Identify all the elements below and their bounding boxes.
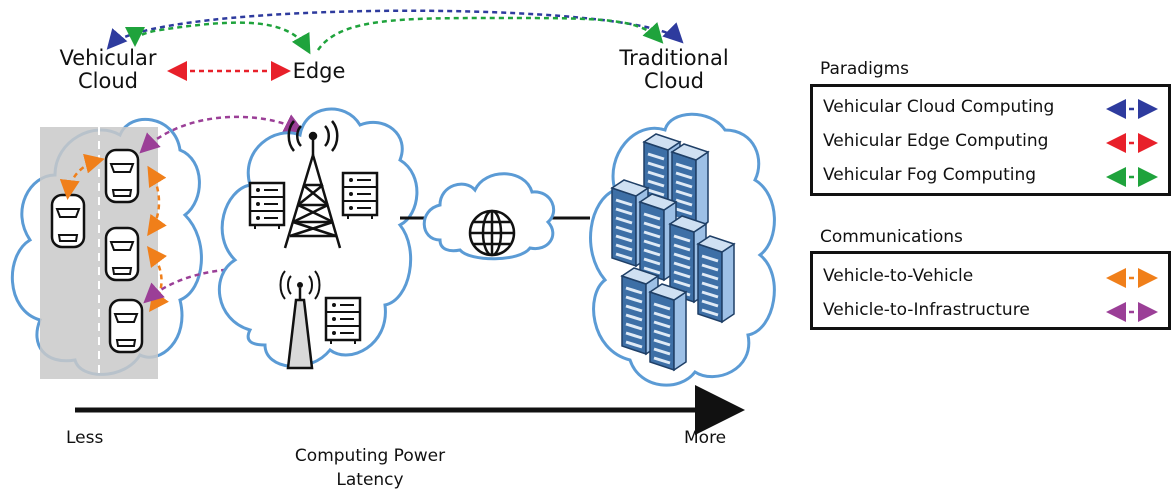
car-icon [50, 193, 86, 249]
v2v-arrow [59, 153, 105, 200]
edge-server-icon [248, 181, 286, 229]
legend-item-vehicular-cloud: Vehicular Cloud Computing [823, 97, 1055, 117]
fog-arrow-right [316, 16, 664, 51]
car-icon [108, 298, 144, 354]
communication-legend-arrows [1106, 268, 1158, 322]
axis-less-label: Less [66, 428, 104, 448]
internet-cloud [422, 172, 555, 261]
cell-tower-icon [283, 120, 342, 249]
vehicular-cloud-computing-arrow [106, 9, 684, 50]
server-rack-icon [638, 193, 678, 282]
legend-item-vehicular-edge: Vehicular Edge Computing [823, 131, 1049, 151]
communications-title: Communications [820, 227, 963, 247]
antenna-icon [279, 270, 321, 370]
communications-legend: Vehicle-to-Vehicle Vehicle-to-Infrastruc… [810, 251, 1171, 330]
axis-more-label: More [684, 428, 727, 448]
fog-arrow-left [125, 21, 311, 55]
legend-item-v2v: Vehicle-to-Vehicle [823, 266, 974, 286]
globe-icon [468, 209, 516, 257]
edge-cloud [218, 107, 419, 368]
v2i-arrow [139, 114, 305, 154]
server-rack-group [610, 133, 736, 372]
edge-server-icon [341, 171, 379, 219]
paradigms-title: Paradigms [820, 59, 910, 79]
vehicular-cloud-label: Vehicular Cloud [59, 46, 157, 93]
traditional-cloud-label: Traditional Cloud [619, 46, 729, 93]
server-rack-icon [696, 235, 736, 324]
paradigm-legend-arrows [1106, 99, 1158, 187]
edge-label: Edge [292, 59, 346, 83]
axis-title: Computing Power Latency [294, 446, 446, 490]
legend-item-vehicular-fog: Vehicular Fog Computing [823, 165, 1037, 185]
edge-server-icon [324, 296, 362, 344]
car-icon [104, 226, 140, 282]
car-icon [104, 148, 140, 204]
server-rack-icon [670, 143, 710, 232]
legend-item-v2i: Vehicle-to-Infrastructure [823, 300, 1030, 320]
paradigms-legend: Vehicular Cloud Computing Vehicular Edge… [810, 84, 1171, 196]
server-rack-icon [648, 283, 688, 372]
